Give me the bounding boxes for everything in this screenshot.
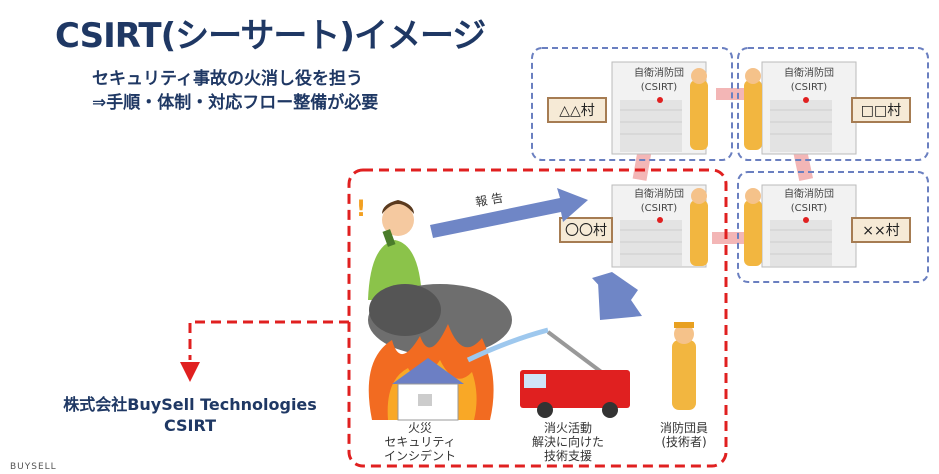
station-box-2 [737, 47, 929, 161]
footer-logo-text: BUYSELL [10, 462, 57, 472]
station-4-tag: (CSIRT) [791, 203, 828, 214]
company-name: 株式会社BuySell Technologies [63, 395, 317, 414]
fire-station-2 [744, 61, 911, 155]
member-label: 消防団員 [660, 420, 708, 435]
station-1-name: 自衛消防団 [634, 66, 684, 79]
station-3-tag: (CSIRT) [641, 203, 678, 214]
station-4-name: 自衛消防団 [784, 187, 834, 200]
station-2-name: 自衛消防団 [784, 66, 834, 79]
station-box-1 [531, 47, 733, 161]
firefighting-label-sub-1: 解決に向けた [532, 434, 604, 449]
station-2-tag: (CSIRT) [791, 82, 828, 93]
water-spray [466, 327, 549, 363]
fire-station-3 [559, 184, 708, 268]
station-3-village: 〇〇村 [565, 223, 607, 239]
station-1-village: △△村 [559, 103, 595, 119]
fire-truck-illustration [520, 330, 630, 418]
station-2-village: □□村 [861, 103, 901, 119]
firefighter-member-illustration [672, 322, 696, 410]
company-name-block: 株式会社BuySell Technologies CSIRT [40, 394, 340, 436]
firefighting-label-sub-2: 技術支援 [544, 449, 592, 463]
station-box-4 [737, 171, 929, 283]
dispatch-arrow [592, 272, 642, 320]
member-label-sub: (技術者) [661, 435, 706, 449]
report-label: 報 告 [474, 191, 504, 210]
connector-mid [712, 232, 752, 244]
fire-label-sub-1: セキュリティ [384, 435, 455, 449]
fire-label-sub-2: インシデント [384, 448, 456, 463]
subtitle-line-2: ⇒手順・体制・対応フロー整備が必要 [92, 93, 379, 113]
fire-station-1 [547, 61, 708, 155]
reporter-woman-illustration: ! [356, 197, 422, 300]
company-connector-arrowhead [180, 362, 200, 382]
svg-text:!: ! [356, 197, 366, 222]
subtitle-line-1: セキュリティ事故の火消し役を担う [92, 69, 363, 89]
station-3-name: 自衛消防団 [634, 187, 684, 200]
company-csirt: CSIRT [163, 416, 217, 435]
fire-station-4 [744, 184, 911, 268]
incident-area-frame [347, 168, 728, 468]
firefighting-label: 消火活動 [544, 421, 592, 435]
station-4-village: ××村 [862, 223, 899, 239]
report-arrow [430, 188, 588, 238]
burning-house-illustration [368, 284, 512, 421]
fire-label: 火災 [408, 421, 432, 435]
station-1-tag: (CSIRT) [641, 82, 678, 93]
company-connector-line [188, 320, 349, 360]
page-title: CSIRT(シーサート)イメージ [55, 16, 486, 56]
